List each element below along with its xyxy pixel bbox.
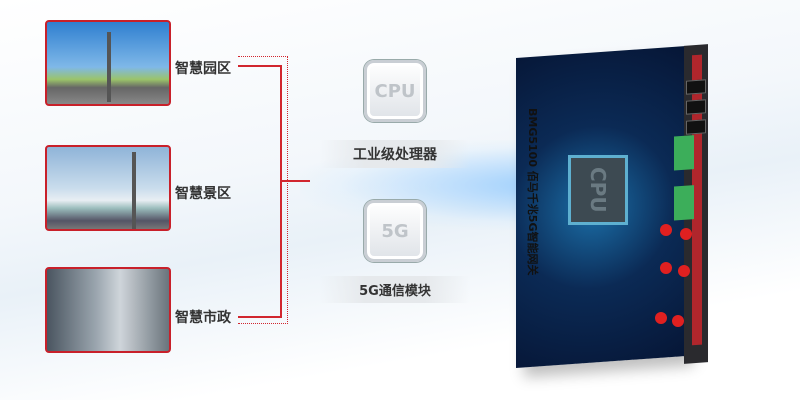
scenario-label-park: 智慧园区 xyxy=(175,61,231,77)
antenna-connector xyxy=(660,262,672,274)
smart-municipal-photo xyxy=(45,267,171,353)
antenna-connector xyxy=(678,265,690,277)
scenario-label-scenic: 智慧景区 xyxy=(175,186,231,202)
connector-line xyxy=(280,65,282,318)
antenna-connector xyxy=(672,315,684,327)
antenna-connector xyxy=(680,228,692,240)
device-side-panel xyxy=(674,44,708,364)
device-name: BMG5100 佰马千兆5G智能网关 xyxy=(526,108,539,276)
dotted-bracket xyxy=(238,56,288,324)
antenna-connector xyxy=(655,312,667,324)
feature-label-cpu: 工业级处理器 xyxy=(320,140,470,168)
connector-line xyxy=(238,65,280,67)
smart-park-photo xyxy=(45,20,171,106)
connector-line xyxy=(280,180,310,182)
scenario-label-municipal: 智慧市政 xyxy=(175,310,231,326)
antenna-connector xyxy=(660,224,672,236)
device-cpu-chip: CPU xyxy=(568,155,628,225)
5g-icon: 5G xyxy=(364,200,426,262)
feature-label-5g: 5G通信模块 xyxy=(320,276,470,303)
connector-line xyxy=(238,316,280,318)
smart-scenic-photo xyxy=(45,145,171,231)
cpu-icon: CPU xyxy=(364,60,426,122)
